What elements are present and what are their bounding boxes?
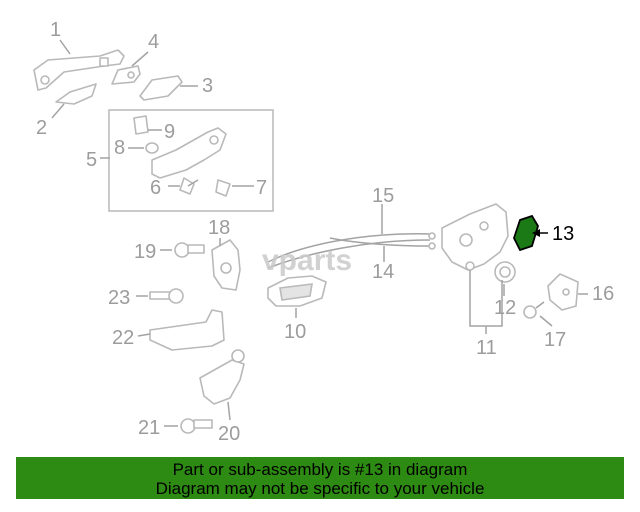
callout-1: 1 [50,19,61,41]
watermark: vparts [262,244,352,277]
callout-13: 13 [552,223,574,245]
callout-18: 18 [208,217,230,239]
callout-17: 17 [544,329,566,351]
callout-7: 7 [256,177,267,199]
info-banner-line-1: Part or sub-assembly is #13 in diagram [172,460,468,479]
callout-14: 14 [372,261,394,283]
info-banner-line-2: Diagram may not be specific to your vehi… [155,479,485,498]
part-13-latch-cover [513,214,539,252]
part-18-bracket [211,239,241,291]
part-1-outside-handle [33,49,125,91]
callout-2: 2 [36,117,47,139]
part-23-bolt [149,288,184,304]
part-3-handle-pad [139,75,183,101]
callout-16: 16 [592,283,614,305]
callout-23: 23 [108,287,130,309]
part-12-seal [494,261,516,283]
part-21-bolt [180,418,213,434]
parts-diagram: vparts 1 2 3 4 5 6 7 8 [33,19,614,445]
part-22-hinge [149,309,225,351]
part-4-cap [111,65,141,85]
callout-5: 5 [86,149,97,171]
callout-12: 12 [494,297,516,319]
part-20-hinge [199,349,245,405]
callout-19: 19 [134,241,156,263]
callout-9: 9 [164,121,175,143]
leader-lines [51,39,588,427]
part-5-handle-frame [151,127,227,179]
group-5-box [108,109,274,212]
part-16-striker [547,273,579,311]
callout-22: 22 [112,327,134,349]
callout-8: 8 [114,137,125,159]
part-7-screw [215,179,231,197]
part-9-clip [133,115,149,135]
part-8-grommet [145,142,159,154]
callout-labels: 1 2 3 4 5 6 7 8 9 10 11 12 13 14 15 16 1… [36,19,614,445]
callout-20: 20 [218,423,240,445]
callout-11: 11 [476,337,497,359]
part-6-screw [179,177,199,195]
callout-6: 6 [150,177,161,199]
callout-10: 10 [284,321,306,343]
part-10-inside-handle [267,275,327,307]
part-17-screw [523,301,545,319]
callout-3: 3 [202,75,213,97]
callout-15: 15 [372,185,394,207]
part-14-15-cables [267,232,436,269]
part-11-door-latch [441,203,509,271]
callout-21: 21 [138,417,160,439]
info-banner: Part or sub-assembly is #13 in diagram D… [16,457,624,499]
part-2-handle-cover [55,83,97,105]
part-19-bolt [174,242,205,258]
callout-4: 4 [148,31,159,53]
